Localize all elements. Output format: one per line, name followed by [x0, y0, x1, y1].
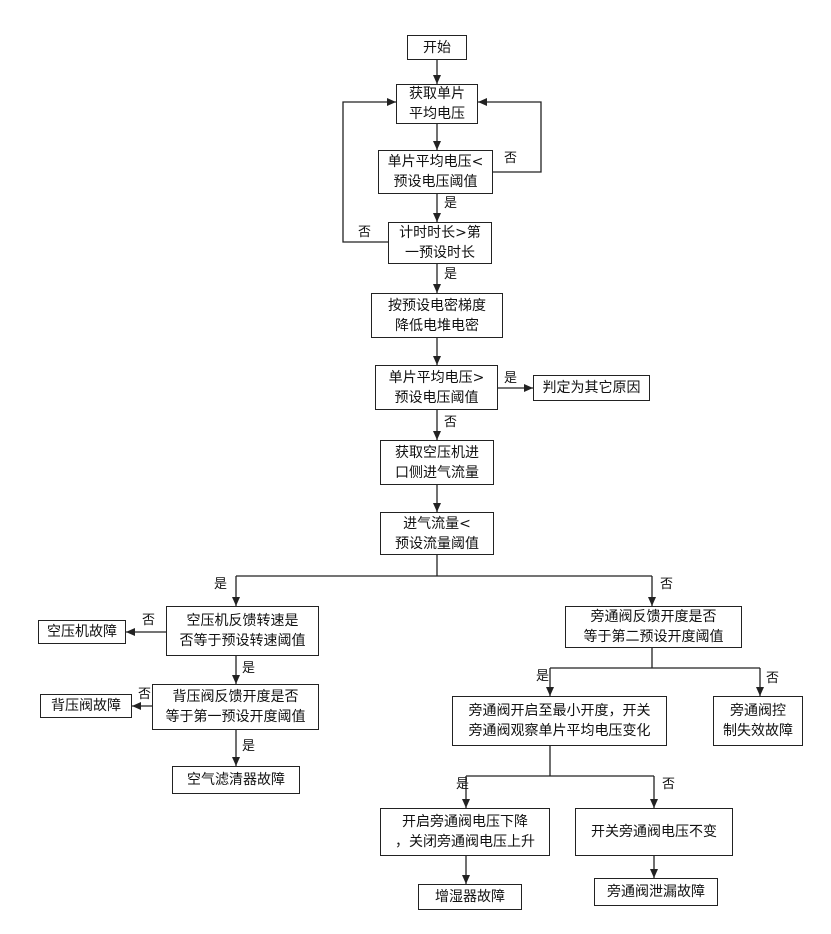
label-observe-yes: 是 — [456, 778, 469, 792]
backpressure-decision: 背压阀反馈开度是否 等于第一预设开度阈值 — [152, 684, 319, 730]
voltage-low-decision: 单片平均电压< 预设电压阈值 — [378, 150, 493, 194]
start-node: 开始 — [407, 35, 467, 60]
label-bypass-yes: 是 — [536, 670, 549, 684]
label-voltage-high-no: 否 — [444, 416, 457, 430]
bypass-leak-fault-node: 旁通阀泄漏故障 — [594, 878, 718, 906]
label-bypass-no: 否 — [766, 672, 779, 686]
label-observe-no: 否 — [662, 778, 675, 792]
label-compressor-no: 否 — [142, 614, 155, 628]
compressor-fault-node: 空压机故障 — [38, 620, 126, 644]
label-timer-yes: 是 — [444, 268, 457, 282]
get-voltage-node: 获取单片 平均电压 — [396, 84, 478, 124]
label-flow-yes: 是 — [214, 578, 227, 592]
bypass-opening-decision: 旁通阀反馈开度是否 等于第二预设开度阈值 — [565, 606, 742, 648]
label-voltage-low-no: 否 — [504, 152, 517, 166]
reduce-density-node: 按预设电密梯度 降低电堆电密 — [371, 293, 503, 338]
bypass-observe-node: 旁通阀开启至最小开度，开关 旁通阀观察单片平均电压变化 — [452, 696, 667, 746]
label-backpressure-no: 否 — [138, 688, 151, 702]
label-timer-no: 否 — [358, 226, 371, 240]
label-voltage-low-yes: 是 — [444, 197, 457, 211]
get-flow-node: 获取空压机进 口侧进气流量 — [380, 440, 494, 485]
other-cause-node: 判定为其它原因 — [533, 375, 650, 401]
humidifier-fault-node: 增湿器故障 — [418, 884, 522, 910]
label-compressor-yes: 是 — [242, 662, 255, 676]
timer-decision: 计时时长>第 一预设时长 — [388, 222, 492, 264]
air-filter-fault-node: 空气滤清器故障 — [172, 766, 300, 794]
compressor-speed-decision: 空压机反馈转速是 否等于预设转速阈值 — [166, 606, 319, 656]
label-backpressure-yes: 是 — [242, 740, 255, 754]
label-voltage-high-yes: 是 — [504, 372, 517, 386]
split-bypass-line — [550, 648, 760, 668]
voltage-unchanged-node: 开关旁通阀电压不变 — [575, 808, 733, 856]
split-observe-line — [466, 746, 654, 776]
voltage-changes-node: 开启旁通阀电压下降 ，关闭旁通阀电压上升 — [380, 808, 550, 856]
label-flow-no: 否 — [660, 578, 673, 592]
voltage-high-decision: 单片平均电压> 预设电压阈值 — [375, 365, 498, 410]
split-flow-line — [236, 555, 652, 576]
flow-decision: 进气流量< 预设流量阈值 — [380, 512, 494, 555]
bypass-control-fault-node: 旁通阀控 制失效故障 — [713, 696, 803, 746]
backpressure-fault-node: 背压阀故障 — [40, 694, 132, 718]
